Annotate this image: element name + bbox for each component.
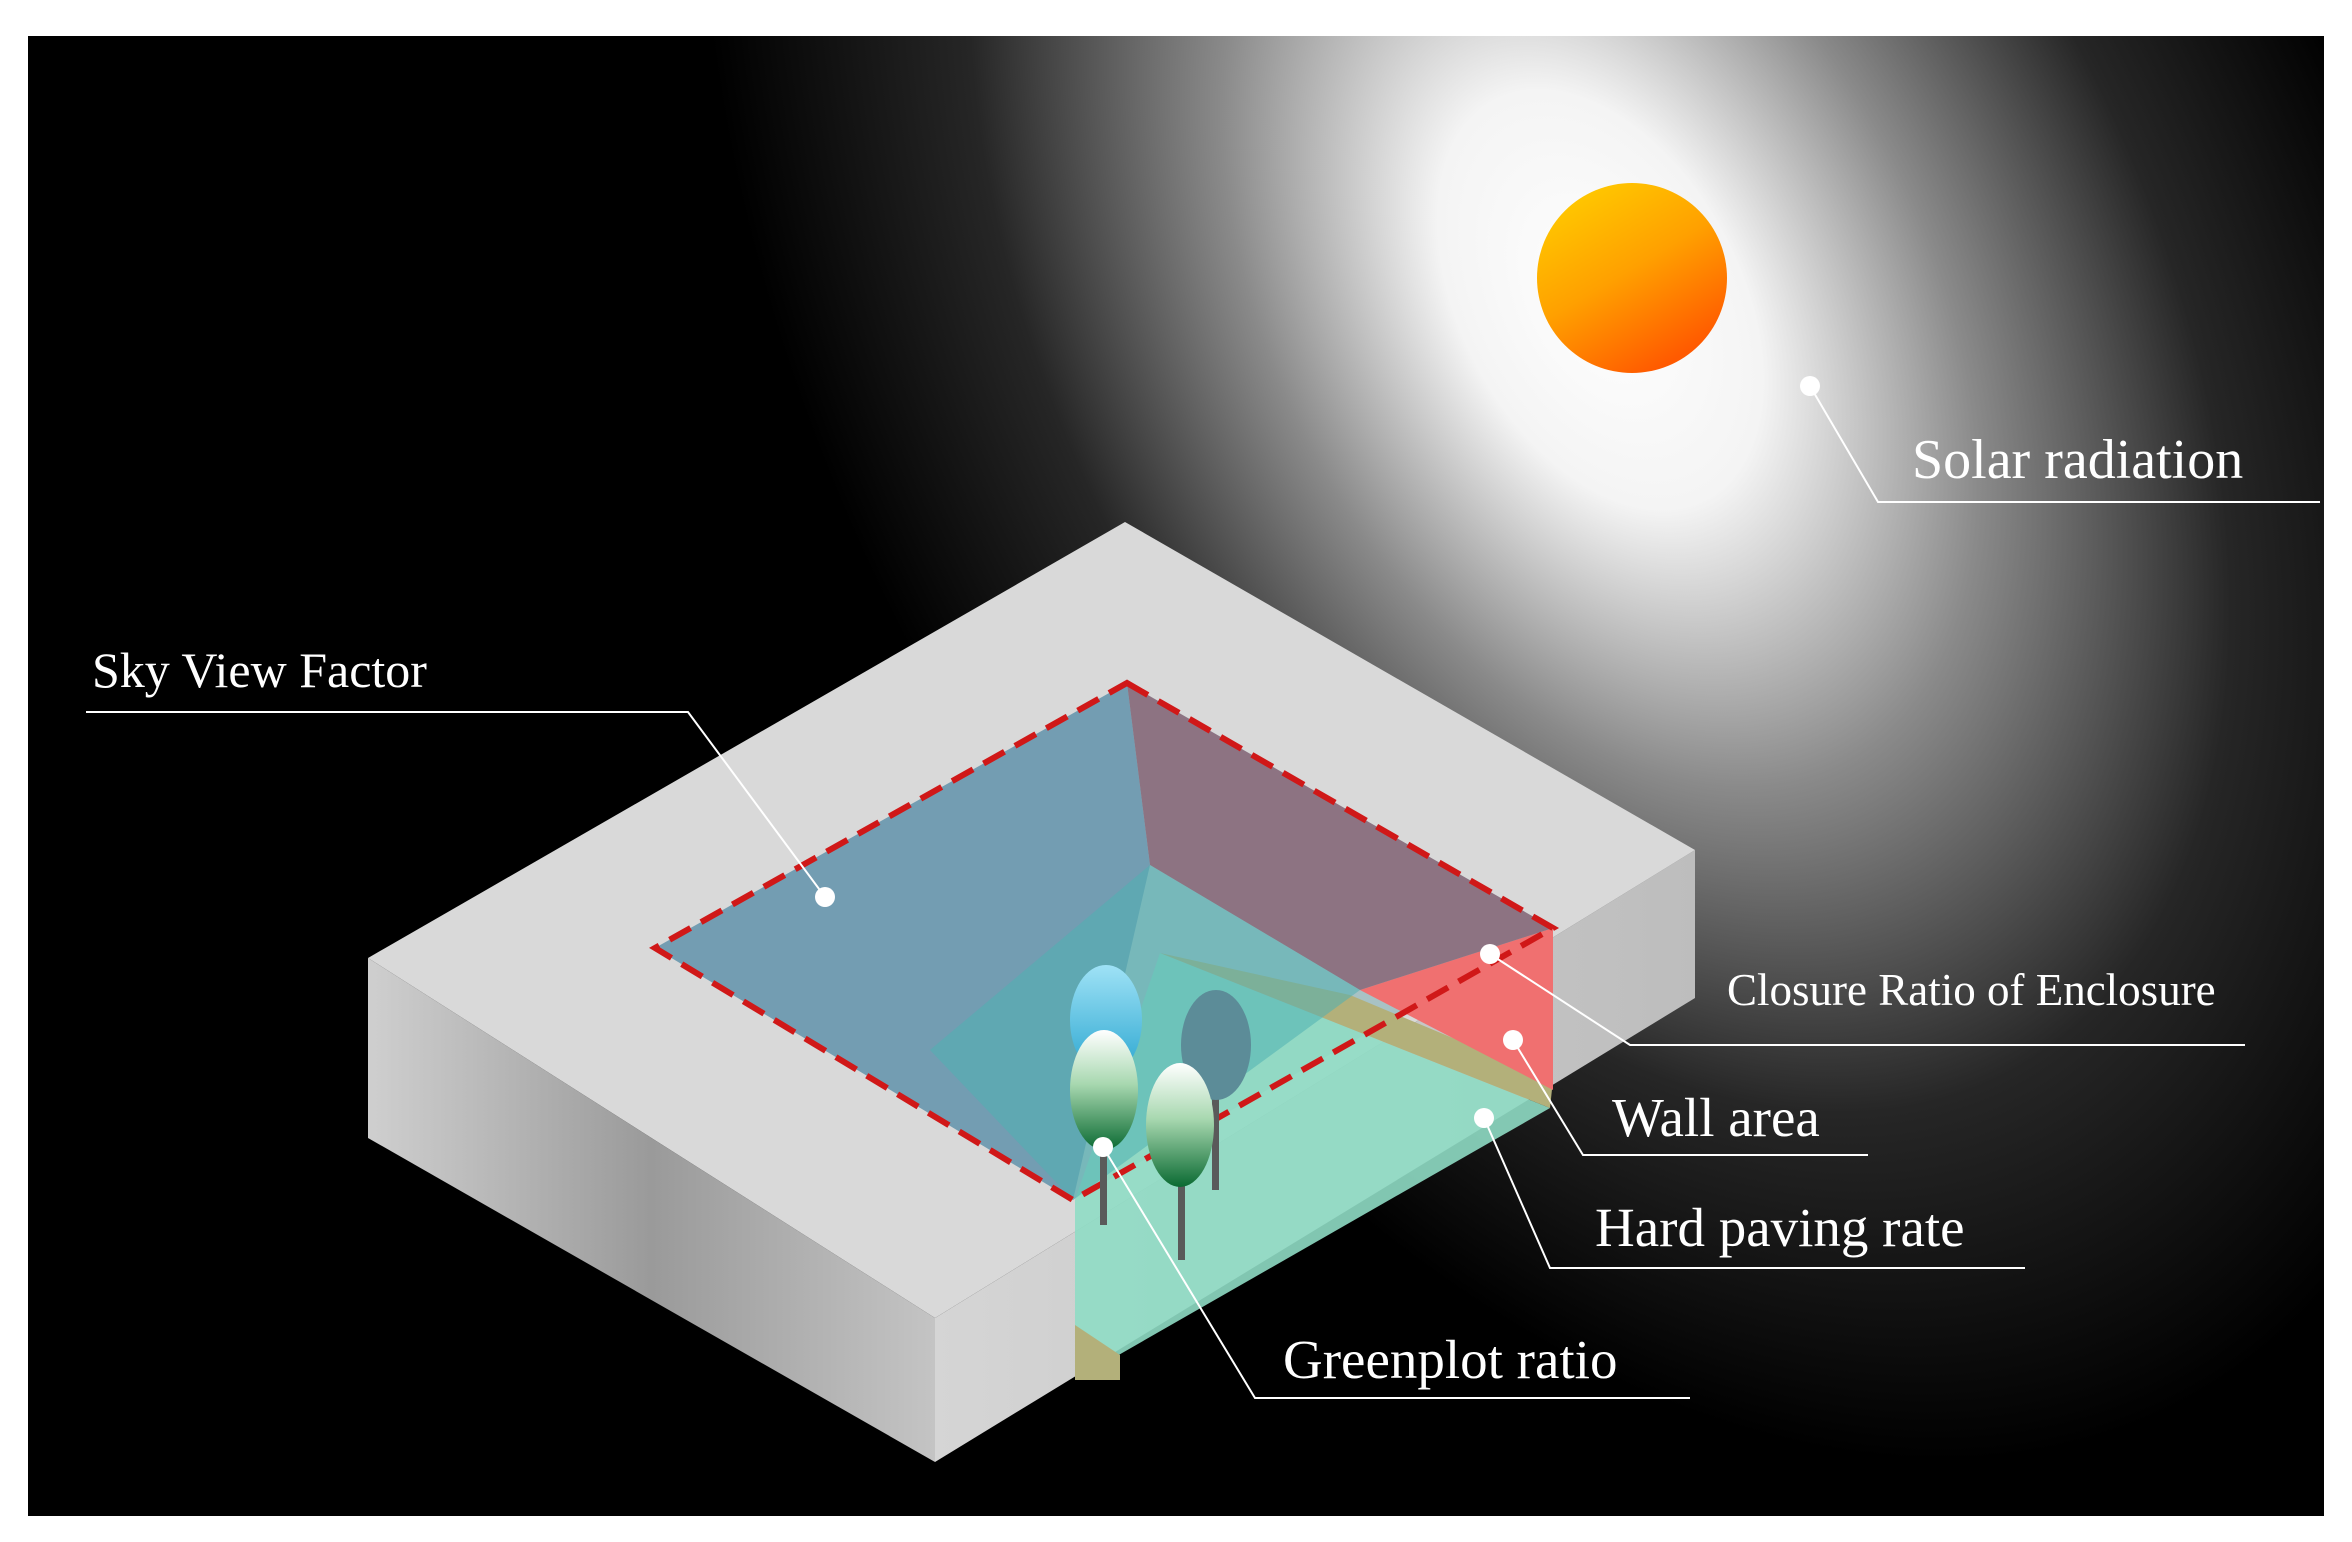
courtyard	[649, 679, 1560, 1380]
leader-wall-area	[1512, 1039, 1868, 1156]
sky-view-outline	[649, 679, 1560, 1204]
leader-greenplot	[1102, 1146, 1690, 1399]
label-wall-area: Wall area	[1612, 1087, 1820, 1148]
marker-dot	[1480, 944, 1500, 964]
leader-sky-view-factor	[86, 711, 826, 898]
label-solar-radiation: Solar radiation	[1912, 429, 2243, 491]
marker-dot	[1093, 1137, 1113, 1157]
tree-trunk	[1212, 1070, 1219, 1190]
leader-hard-paving	[1483, 1117, 2025, 1269]
tree-canopy	[1146, 1063, 1214, 1187]
marker-dot	[815, 887, 835, 907]
tree-trunk	[1100, 1130, 1107, 1225]
sun	[1537, 183, 1727, 373]
marker-dot	[1800, 376, 1820, 396]
leader-dots	[815, 376, 1820, 1157]
leader-lines	[86, 385, 2320, 1399]
label-hard-paving-rate: Hard paving rate	[1595, 1197, 1965, 1258]
tree-trunk	[1178, 1150, 1185, 1260]
wall-area	[1360, 928, 1553, 1090]
sky-view-mauve	[1127, 683, 1553, 990]
tree-canopy	[1070, 1030, 1138, 1150]
marker-dot	[1503, 1030, 1523, 1050]
label-sky-view-factor: Sky View Factor	[92, 642, 427, 698]
leader-solar-radiation	[1809, 385, 2320, 503]
building-left-side	[368, 958, 935, 1462]
trees	[1070, 965, 1251, 1260]
hard-paving-strip	[1075, 1325, 1120, 1380]
marker-dot	[1474, 1108, 1494, 1128]
sky-view-inner	[930, 865, 1360, 1200]
label-closure-ratio: Closure Ratio of Enclosure	[1727, 965, 2216, 1015]
label-greenplot-ratio: Greenplot ratio	[1283, 1329, 1617, 1390]
leader-closure-ratio	[1489, 953, 2245, 1046]
tree-canopy	[1181, 990, 1251, 1100]
